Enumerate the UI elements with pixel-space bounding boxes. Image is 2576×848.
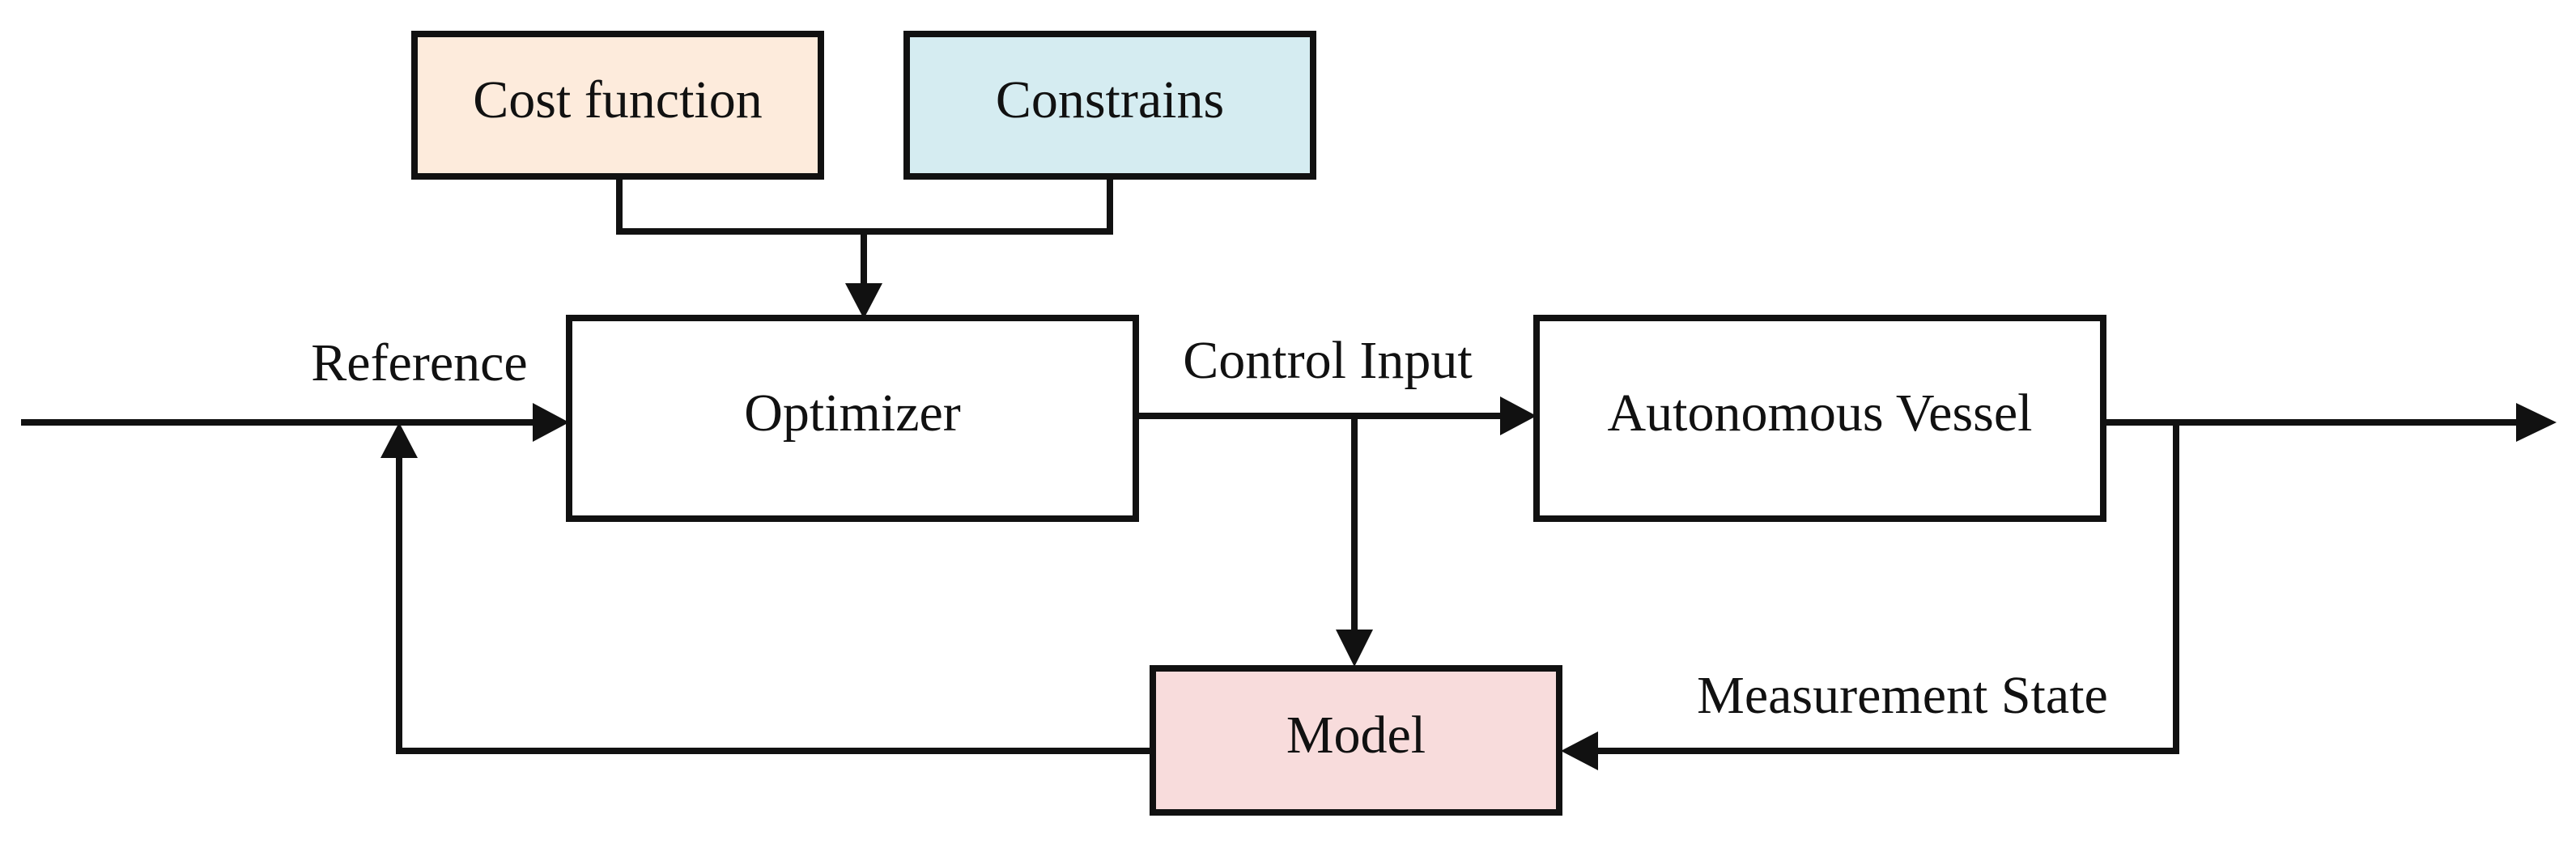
optimizer-label: Optimizer [744,384,961,443]
top-blocks-merge-line [616,173,1113,235]
output-arrowhead [2516,403,2557,442]
optimizer-input-arrowhead [845,283,882,319]
constrains-block: Constrains [903,31,1316,180]
autonomous-vessel-label: Autonomous Vessel [1608,384,2033,443]
measurement-feedback-line [1593,419,2179,754]
measurement-state-label: Measurement State [1697,666,2108,725]
control-input-arrowhead [1500,396,1537,435]
model-input-arrowhead [1336,630,1373,667]
autonomous-vessel-block: Autonomous Vessel [1533,315,2106,522]
constrains-label: Constrains [996,70,1224,129]
model-label: Model [1286,706,1426,765]
optimizer-block: Optimizer [566,315,1139,522]
cost-function-block: Cost function [411,31,824,180]
autonomous-vessel-box [1533,315,2106,522]
feedback-arrowhead [380,422,418,458]
model-block: Model [1150,665,1562,816]
measurement-arrowhead [1561,731,1598,770]
reference-label: Reference [311,333,527,392]
optimizer-box [566,315,1139,522]
cost-function-box [411,31,824,180]
model-feedback-line [396,452,1156,754]
control-input-label: Control Input [1183,331,1473,390]
model-box [1150,665,1562,816]
cost-function-label: Cost function [473,70,763,129]
constrains-box [903,31,1316,180]
reference-arrowhead [533,403,569,442]
